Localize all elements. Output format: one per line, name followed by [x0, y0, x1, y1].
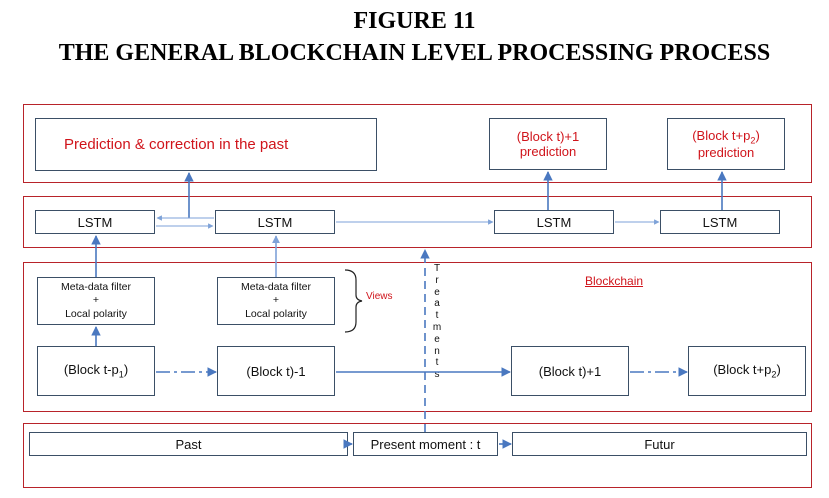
prediction-band — [23, 104, 812, 183]
views-label: Views — [366, 291, 393, 302]
far-block-prediction-line2: prediction — [697, 145, 755, 161]
treatments-label: T r e a t m e n t s — [432, 263, 442, 381]
past-prediction-box: Prediction & correction in the past — [35, 118, 377, 171]
block-t-minus-1: (Block t)-1 — [217, 346, 335, 396]
lstm-cell-3: LSTM — [494, 210, 614, 234]
block-t-minus-p1: (Block t-p1) — [37, 346, 155, 396]
figure-title: THE GENERAL BLOCKCHAIN LEVEL PROCESSING … — [58, 40, 771, 66]
far-block-prediction-box: (Block t+p2) prediction — [667, 118, 785, 170]
block-t-plus-1: (Block t)+1 — [511, 346, 629, 396]
next-block-prediction-box: (Block t)+1 prediction — [489, 118, 607, 170]
timeline-present: Present moment : t — [353, 432, 498, 456]
lstm-cell-1: LSTM — [35, 210, 155, 234]
past-prediction-label: Prediction & correction in the past — [64, 136, 289, 153]
timeline-future: Futur — [512, 432, 807, 456]
far-block-prediction-line1: (Block t+p2) — [692, 127, 760, 146]
figure-number: FIGURE 11 — [353, 8, 476, 34]
block-t-plus-p2: (Block t+p2) — [688, 346, 806, 396]
timeline-past: Past — [29, 432, 348, 456]
lstm-band — [23, 196, 812, 248]
blockchain-band — [23, 262, 812, 412]
meta-filter-1: Meta-data filter + Local polarity — [37, 277, 155, 325]
lstm-cell-4: LSTM — [660, 210, 780, 234]
meta-filter-2: Meta-data filter + Local polarity — [217, 277, 335, 325]
blockchain-label: Blockchain — [585, 274, 644, 288]
next-block-prediction-line2: prediction — [519, 144, 577, 159]
lstm-cell-2: LSTM — [215, 210, 335, 234]
timeline-band — [23, 423, 812, 488]
next-block-prediction-line1: (Block t)+1 — [516, 129, 580, 144]
